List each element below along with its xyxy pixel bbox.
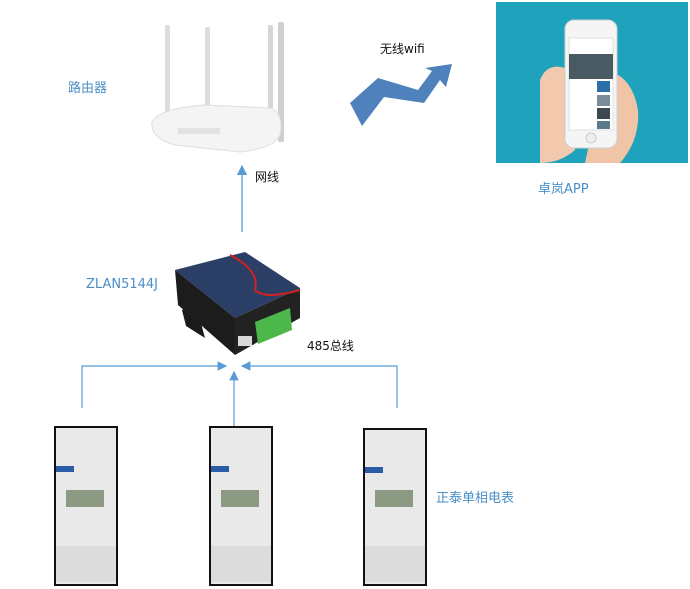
wifi-arrow <box>350 64 452 126</box>
meter-2-image <box>209 426 273 586</box>
bus-label: 485总线 <box>307 339 354 353</box>
meter-1-image <box>54 426 118 586</box>
device-label: ZLAN5144J <box>86 277 158 292</box>
bus-left-connector <box>81 361 228 408</box>
bus-right-connector <box>240 361 398 408</box>
app-phone-image <box>496 2 688 163</box>
zlan-device-image <box>175 252 301 355</box>
meters-label: 正泰单相电表 <box>436 491 515 506</box>
wifi-label: 无线wifi <box>380 42 425 56</box>
app-label: 卓岚APP <box>538 182 589 197</box>
router-label: 路由器 <box>68 81 108 96</box>
meter-3-image <box>363 428 427 586</box>
router-image <box>151 22 284 153</box>
ethernet-label: 网线 <box>255 170 280 184</box>
